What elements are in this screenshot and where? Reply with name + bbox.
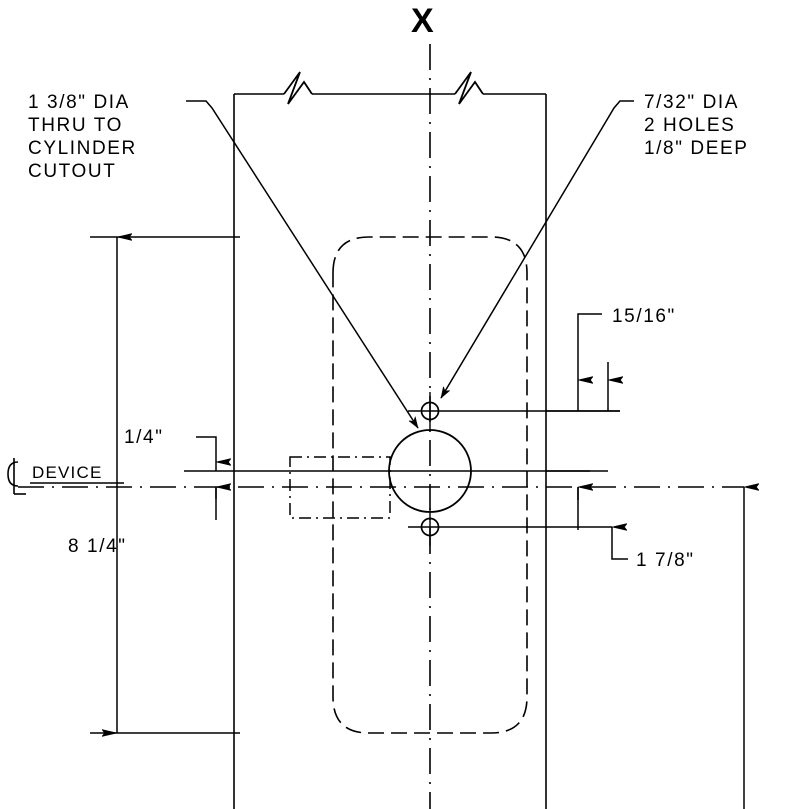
left-callout-line-1: 1 3/8" DIA [28,92,130,113]
section-marker-group: X [411,2,434,40]
dimension-label-15-16: 15/16" [612,306,676,327]
right-callout-line-3: 1/8" DEEP [644,138,749,159]
dimension-8-1-4-group [90,237,240,733]
device-centerline-label: DEVICE [32,463,103,482]
right-callout-leader [440,100,634,398]
dimension-label-1-7-8: 1 7/8" [636,550,695,571]
section-marker-label: X [411,2,434,40]
dimension-quarter-inch-group [196,436,216,520]
dimension-label-8-1-4: 8 1/4" [68,536,127,557]
left-callout-leader [186,100,419,428]
right-callout-line-2: 2 HOLES [644,115,735,136]
door-outline [233,93,547,809]
left-callout-line-3: CYLINDER [28,138,137,159]
hidden-small-cutout [289,456,391,519]
right-callout-line-1: 7/32" DIA [644,92,739,113]
left-callout-text-group: 1 3/8" DIA THRU TO CYLINDER CUTOUT [28,92,137,182]
hidden-device-body-outline [332,236,528,734]
left-callout-line-4: CUTOUT [28,161,116,182]
dimension-label-quarter-inch: 1/4" [124,427,164,448]
right-callout-text-group: 7/32" DIA 2 HOLES 1/8" DEEP [644,92,749,159]
left-callout-line-2: THRU TO [28,115,123,136]
centerline-symbol [7,458,26,495]
dimension-1-7-8-group [546,470,628,560]
break-symbol-right [454,71,484,105]
screw-hole-lower [408,508,452,546]
dimension-15-16-group [577,313,608,411]
screw-hole-upper [408,392,452,430]
break-symbol-left [283,71,313,105]
